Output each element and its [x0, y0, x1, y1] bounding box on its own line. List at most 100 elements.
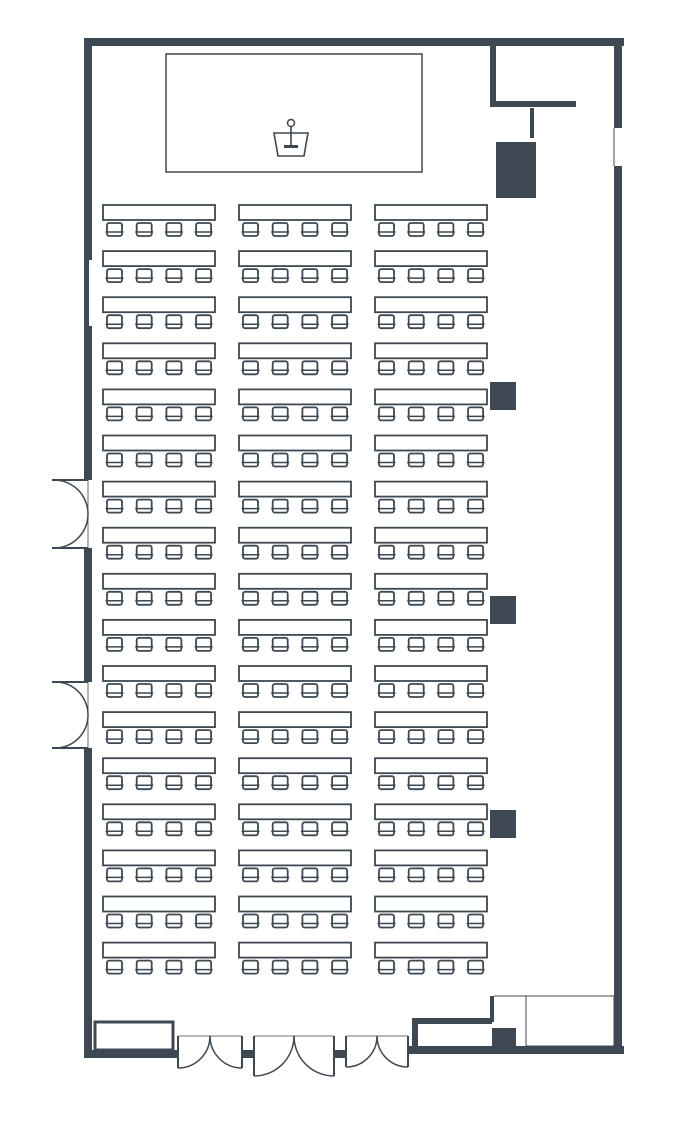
table — [374, 711, 488, 728]
chair — [301, 637, 319, 652]
chair — [331, 222, 349, 237]
chair — [467, 913, 485, 929]
chair — [437, 268, 455, 284]
table — [102, 711, 216, 728]
table-row — [238, 342, 352, 376]
pillar — [490, 382, 516, 410]
table — [374, 803, 488, 821]
table — [238, 388, 352, 406]
chair — [331, 637, 349, 652]
chair — [301, 314, 319, 330]
chair — [407, 637, 425, 652]
chair — [331, 683, 349, 698]
chair — [378, 590, 395, 606]
chair — [195, 821, 213, 837]
chair — [242, 959, 259, 975]
lectern-with-microphone-icon — [273, 118, 309, 157]
chair — [378, 498, 395, 514]
chair — [301, 959, 319, 975]
chair — [331, 913, 349, 929]
chair — [331, 498, 349, 514]
table-row — [102, 711, 216, 744]
chair — [165, 913, 183, 929]
chair — [242, 590, 259, 606]
chair — [135, 222, 153, 237]
table-row — [102, 204, 216, 237]
table-row — [374, 434, 488, 468]
top-wall — [84, 38, 624, 46]
chair — [271, 959, 289, 975]
table-row — [374, 619, 488, 652]
table — [238, 526, 352, 544]
table — [374, 296, 488, 314]
right-wall — [614, 38, 622, 128]
chair — [165, 867, 183, 883]
table-row — [374, 204, 488, 237]
chair — [271, 637, 289, 652]
chair — [467, 222, 485, 237]
table — [238, 895, 352, 913]
table — [374, 204, 488, 221]
chair — [195, 222, 213, 237]
table-row — [238, 388, 352, 422]
service-room-wall — [412, 1018, 492, 1024]
door-swing — [51, 479, 89, 515]
doors — [51, 479, 409, 1077]
chair — [378, 222, 395, 237]
table-row — [238, 296, 352, 330]
chair — [301, 452, 319, 468]
chair — [301, 544, 319, 560]
table-row — [238, 434, 352, 468]
chair — [437, 498, 455, 514]
chair — [271, 314, 289, 330]
door-swing — [51, 513, 89, 549]
chair — [467, 268, 485, 284]
chair — [407, 959, 425, 975]
table-row — [374, 388, 488, 422]
chair — [165, 959, 183, 975]
table — [102, 434, 216, 452]
table-row — [102, 296, 216, 330]
chair — [165, 821, 183, 837]
left-window-opening — [89, 260, 93, 326]
table — [102, 204, 216, 221]
table — [374, 757, 488, 775]
chair — [378, 683, 395, 698]
table-row — [102, 849, 216, 883]
chair — [165, 360, 183, 376]
table — [238, 296, 352, 314]
chair — [135, 544, 153, 560]
chair — [467, 775, 485, 791]
table — [238, 803, 352, 821]
chair — [437, 867, 455, 883]
chair — [135, 590, 153, 606]
chair — [437, 683, 455, 698]
table-row — [374, 480, 488, 514]
double-door — [253, 1035, 335, 1077]
chair — [106, 498, 123, 514]
chair — [242, 729, 259, 744]
chair — [165, 498, 183, 514]
chair — [195, 406, 213, 422]
chair — [195, 959, 213, 975]
service-room-wall — [412, 1018, 418, 1052]
table-row — [102, 895, 216, 929]
chair — [437, 406, 455, 422]
chair — [135, 268, 153, 284]
chair — [135, 360, 153, 376]
chair — [165, 590, 183, 606]
chair — [378, 360, 395, 376]
chair — [437, 452, 455, 468]
chair — [165, 406, 183, 422]
chair — [135, 821, 153, 837]
pillar — [490, 810, 516, 838]
stage-platform — [165, 53, 423, 173]
chair — [301, 683, 319, 698]
walls — [84, 38, 624, 1058]
chair — [271, 729, 289, 744]
chair — [467, 452, 485, 468]
chair — [301, 360, 319, 376]
chair — [106, 821, 123, 837]
chair — [242, 452, 259, 468]
